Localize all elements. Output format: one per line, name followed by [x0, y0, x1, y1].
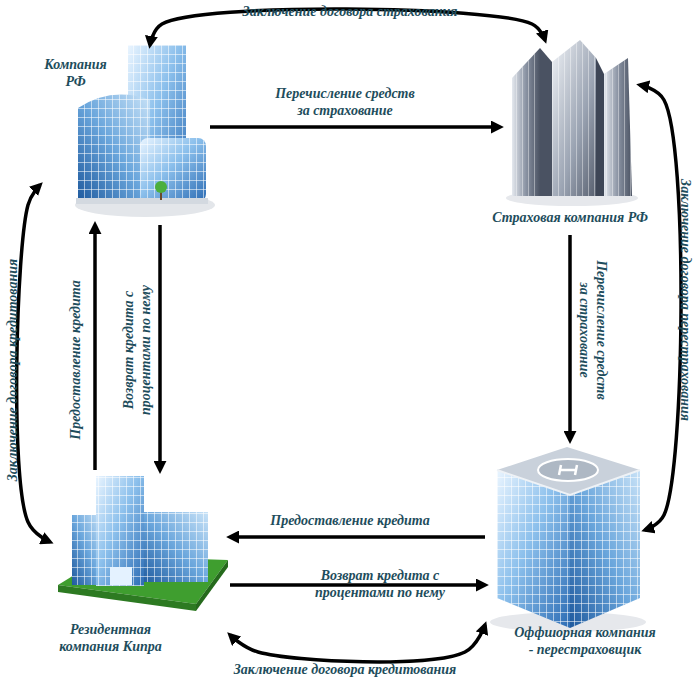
flow-arrow	[230, 625, 485, 662]
arrow-label: Возврат кредита с процентами по нему	[310, 568, 450, 602]
node-label: Оффшорная компания - перестраховщик	[514, 625, 656, 659]
flow-arrow	[93, 225, 97, 470]
arrow-label: Предоставление кредита	[220, 513, 480, 530]
node-label: Резидентная компания Кипра	[48, 622, 173, 656]
building-node: Страховая компания РФ	[500, 40, 640, 235]
arrow-label: Заключение договора кредитования	[5, 210, 22, 530]
node-label: Страховая компания РФ	[470, 210, 670, 227]
flow-arrow	[210, 125, 500, 129]
arrow-label: Предоставление кредита	[68, 230, 85, 490]
cyprus-building	[58, 476, 228, 611]
flow-arrow	[640, 85, 681, 530]
arrow-label: Перечисление средств за страхование	[575, 256, 609, 404]
flow-arrow	[17, 185, 50, 542]
flow-arrow	[158, 225, 162, 470]
building-node: Резидентная компания Кипра	[50, 470, 230, 660]
flow-arrow	[230, 535, 485, 539]
offshore-building	[490, 447, 646, 632]
node-label: Компания РФ	[38, 57, 113, 91]
arrow-label: Возврат кредита с процентами по нему	[121, 280, 155, 420]
arrow-label: Заключение договора страхования	[185, 4, 515, 21]
building-node: Оффшорная компания - перестраховщик	[485, 440, 645, 660]
building-node: Компания РФ	[40, 45, 210, 225]
arrow-label: Заключение договора кредитования	[185, 662, 505, 679]
arrow-label: Перечисление средств за страхование	[271, 86, 419, 120]
insurer-building	[506, 40, 638, 206]
arrow-label: Заключение договора перестрахования	[677, 135, 694, 465]
flow-arrow	[568, 235, 572, 440]
